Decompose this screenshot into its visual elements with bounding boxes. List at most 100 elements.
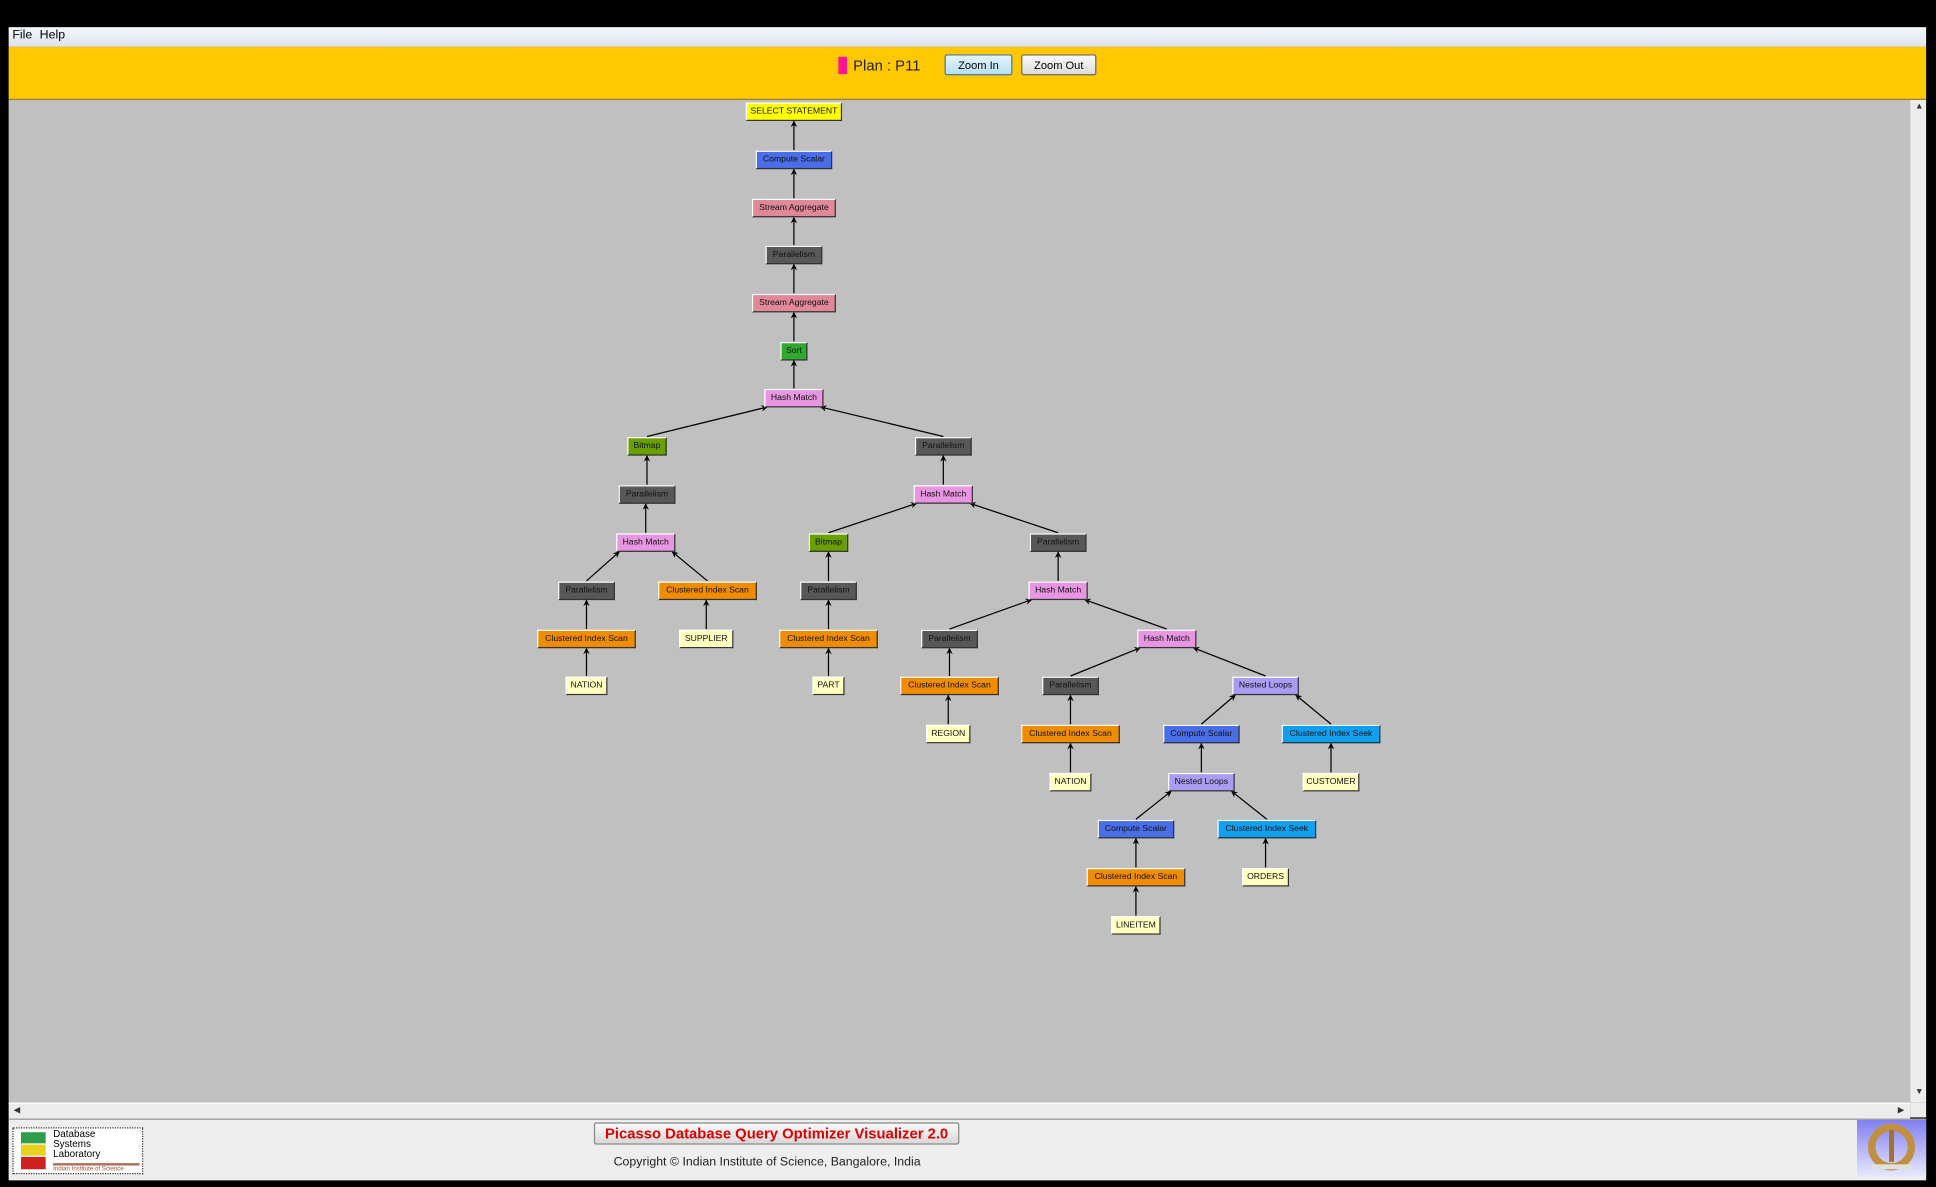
dsl-logo-subtext: Indian Institute of Science [53, 1163, 140, 1173]
plan-node-select-statement[interactable]: SELECT STATEMENT [745, 101, 843, 121]
plan-node-nested-loops[interactable]: Nested Loops [1232, 675, 1299, 695]
plan-node-parallelism[interactable]: Parallelism [1042, 675, 1099, 695]
plan-edge [1135, 790, 1173, 820]
plan-node-clustered-index-scan[interactable]: Clustered Index Scan [1021, 724, 1120, 743]
plan-node-parallelism[interactable]: Parallelism [921, 629, 978, 648]
plan-node-parallelism[interactable]: Parallelism [558, 580, 615, 600]
arrowhead-icon [642, 503, 649, 510]
plan-node-hash-match[interactable]: Hash Match [764, 388, 824, 407]
plan-node-clustered-index-scan[interactable]: Clustered Index Scan [900, 675, 999, 695]
plan-node-hash-match[interactable]: Hash Match [913, 484, 973, 504]
plan-edge [819, 406, 944, 438]
lego-blocks-icon [20, 1132, 46, 1170]
arrowhead-icon [1295, 694, 1303, 702]
plan-edges [583, 120, 1335, 916]
plan-node-nation[interactable]: NATION [565, 675, 608, 695]
plan-node-hash-match[interactable]: Hash Match [1137, 629, 1197, 648]
plan-node-compute-scalar[interactable]: Compute Scalar [1097, 819, 1175, 838]
plan-node-hash-match[interactable]: Hash Match [1028, 580, 1088, 600]
plan-edge [1200, 694, 1237, 725]
plan-node-stream-aggregate[interactable]: Stream Aggregate [751, 293, 836, 312]
menu-file[interactable]: File [12, 28, 33, 42]
arrowhead-icon [703, 599, 710, 607]
arrowhead-icon [1230, 790, 1239, 798]
arrowhead-icon [940, 454, 947, 462]
arrowhead-icon [1067, 694, 1074, 702]
plan-node-parallelism[interactable]: Parallelism [914, 436, 972, 455]
arrowhead-icon [583, 599, 590, 607]
iisc-emblem-icon [1868, 1123, 1916, 1171]
arrowhead-icon [1054, 551, 1062, 558]
horizontal-scrollbar[interactable]: ◀▶ [8, 1102, 1911, 1119]
plan-node-hash-match[interactable]: Hash Match [616, 532, 676, 552]
plan-edge [1294, 694, 1332, 725]
zoom-out-button[interactable]: Zoom Out [1021, 54, 1097, 76]
app-title-button[interactable]: Picasso Database Query Optimizer Visuali… [593, 1122, 960, 1145]
plan-node-parallelism[interactable]: Parallelism [765, 245, 823, 264]
plan-node-clustered-index-scan[interactable]: Clustered Index Scan [537, 629, 636, 648]
plan-edge [1070, 647, 1142, 677]
arrowhead-icon [945, 694, 952, 702]
plan-node-customer[interactable]: CUSTOMER [1302, 772, 1360, 791]
plan-node-parallelism[interactable]: Parallelism [800, 580, 857, 600]
plan-edge [969, 502, 1059, 534]
arrowhead-icon [1327, 742, 1335, 750]
plan-node-sort[interactable]: Sort [780, 341, 808, 360]
arrowhead-icon [612, 551, 620, 559]
vertical-scrollbar[interactable]: ▲▼ [1910, 100, 1927, 1103]
scroll-up-icon[interactable]: ▲ [1915, 102, 1924, 112]
arrowhead-icon [790, 216, 798, 224]
plan-node-parallelism[interactable]: Parallelism [1029, 532, 1087, 552]
plan-node-bitmap[interactable]: Bitmap [627, 436, 667, 455]
scroll-down-icon[interactable]: ▼ [1915, 1087, 1924, 1097]
plan-node-bitmap[interactable]: Bitmap [808, 532, 849, 552]
scroll-left-icon[interactable]: ◀ [13, 1106, 21, 1115]
plan-edge [828, 502, 918, 534]
plan-node-orders[interactable]: ORDERS [1242, 867, 1290, 886]
arrowhead-icon [1024, 598, 1033, 605]
plan-node-clustered-index-seek[interactable]: Clustered Index Seek [1217, 819, 1317, 838]
arrowhead-icon [790, 263, 798, 271]
plan-node-clustered-index-scan[interactable]: Clustered Index Scan [1086, 867, 1186, 886]
arrowhead-icon [1262, 837, 1269, 845]
plan-node-clustered-index-scan[interactable]: Clustered Index Scan [658, 580, 757, 600]
plan-node-clustered-index-scan[interactable]: Clustered Index Scan [779, 629, 878, 648]
arrowhead-icon [790, 359, 798, 367]
plan-node-stream-aggregate[interactable]: Stream Aggregate [751, 198, 836, 217]
dsl-logo: Database Systems Laboratory Indian Insti… [12, 1127, 144, 1175]
plan-node-part[interactable]: PART [812, 675, 845, 695]
plan-node-parallelism[interactable]: Parallelism [618, 484, 676, 504]
menu-bar: File Help [8, 27, 1927, 47]
plan-node-nested-loops[interactable]: Nested Loops [1168, 772, 1235, 791]
plan-node-lineitem[interactable]: LINEITEM [1111, 915, 1161, 935]
arrowhead-icon [1084, 598, 1092, 605]
arrowhead-icon [825, 599, 832, 607]
plan-node-region[interactable]: REGION [926, 724, 971, 743]
arrowhead-icon [1132, 837, 1140, 845]
arrowhead-icon [1133, 647, 1141, 654]
plan-node-nation[interactable]: NATION [1049, 772, 1092, 791]
plan-edge [1230, 790, 1268, 820]
arrowhead-icon [1192, 647, 1201, 654]
plan-edge [949, 598, 1033, 630]
plan-header: Plan : P11 Zoom In Zoom Out [8, 46, 1927, 101]
arrowhead-icon [946, 647, 953, 655]
arrowhead-icon [1198, 742, 1205, 750]
scroll-right-icon[interactable]: ▶ [1897, 1106, 1905, 1115]
plan-edge [1083, 598, 1167, 630]
zoom-in-button[interactable]: Zoom In [944, 54, 1013, 76]
arrowhead-icon [825, 647, 832, 655]
footer: Database Systems Laboratory Indian Insti… [8, 1118, 1927, 1181]
plan-edge [1192, 647, 1266, 677]
dsl-logo-text: Database Systems Laboratory [53, 1128, 101, 1160]
arrowhead-icon [1164, 790, 1172, 798]
plan-node-supplier[interactable]: SUPPLIER [679, 629, 734, 648]
arrowhead-icon [1132, 885, 1140, 893]
arrowhead-icon [825, 551, 832, 558]
plan-node-compute-scalar[interactable]: Compute Scalar [755, 150, 833, 169]
menu-help[interactable]: Help [39, 28, 66, 42]
plan-node-compute-scalar[interactable]: Compute Scalar [1163, 724, 1240, 743]
arrowhead-icon [790, 168, 798, 176]
plan-node-clustered-index-seek[interactable]: Clustered Index Seek [1281, 724, 1381, 743]
arrowhead-icon [760, 405, 768, 412]
